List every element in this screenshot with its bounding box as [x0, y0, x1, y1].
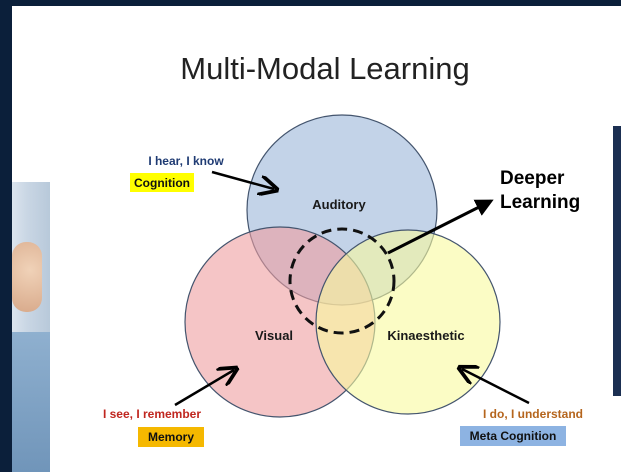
do-arrow [462, 369, 530, 405]
meta-cognition-tag-bg [460, 426, 566, 446]
background-strip [613, 126, 621, 396]
memory-tag: Memory [148, 430, 194, 444]
see-arrow [174, 370, 234, 407]
kinaesthetic-circle [315, 229, 501, 415]
see-quote: I see, I remember [103, 407, 201, 421]
photo-sleeve [12, 332, 50, 472]
deeper-learning-line1: Deeper [500, 168, 565, 189]
hear-arrow [211, 170, 274, 189]
do-quote: I do, I understand [483, 407, 583, 421]
visual-label: Visual [255, 328, 293, 343]
hear-quote: I hear, I know [148, 154, 224, 168]
cognition-tag: Cognition [134, 176, 190, 190]
venn-diagram: Multi-Modal Learning Auditory Visual Kin… [103, 51, 583, 447]
cognition-tag-bg [130, 173, 194, 192]
auditory-label: Auditory [312, 197, 366, 212]
slide: Multi-Modal Learning Auditory Visual Kin… [12, 6, 621, 472]
meta-cognition-tag: Meta Cognition [470, 429, 557, 443]
deeper-learning-line2: Learning [500, 192, 580, 213]
background-photo [12, 182, 50, 472]
memory-tag-bg [138, 427, 204, 447]
deeper-learning-arrow [387, 199, 494, 255]
deeper-learning-zone [288, 227, 396, 335]
page-title: Multi-Modal Learning [180, 51, 469, 86]
photo-hand [12, 242, 42, 312]
kinaesthetic-label: Kinaesthetic [387, 328, 464, 343]
